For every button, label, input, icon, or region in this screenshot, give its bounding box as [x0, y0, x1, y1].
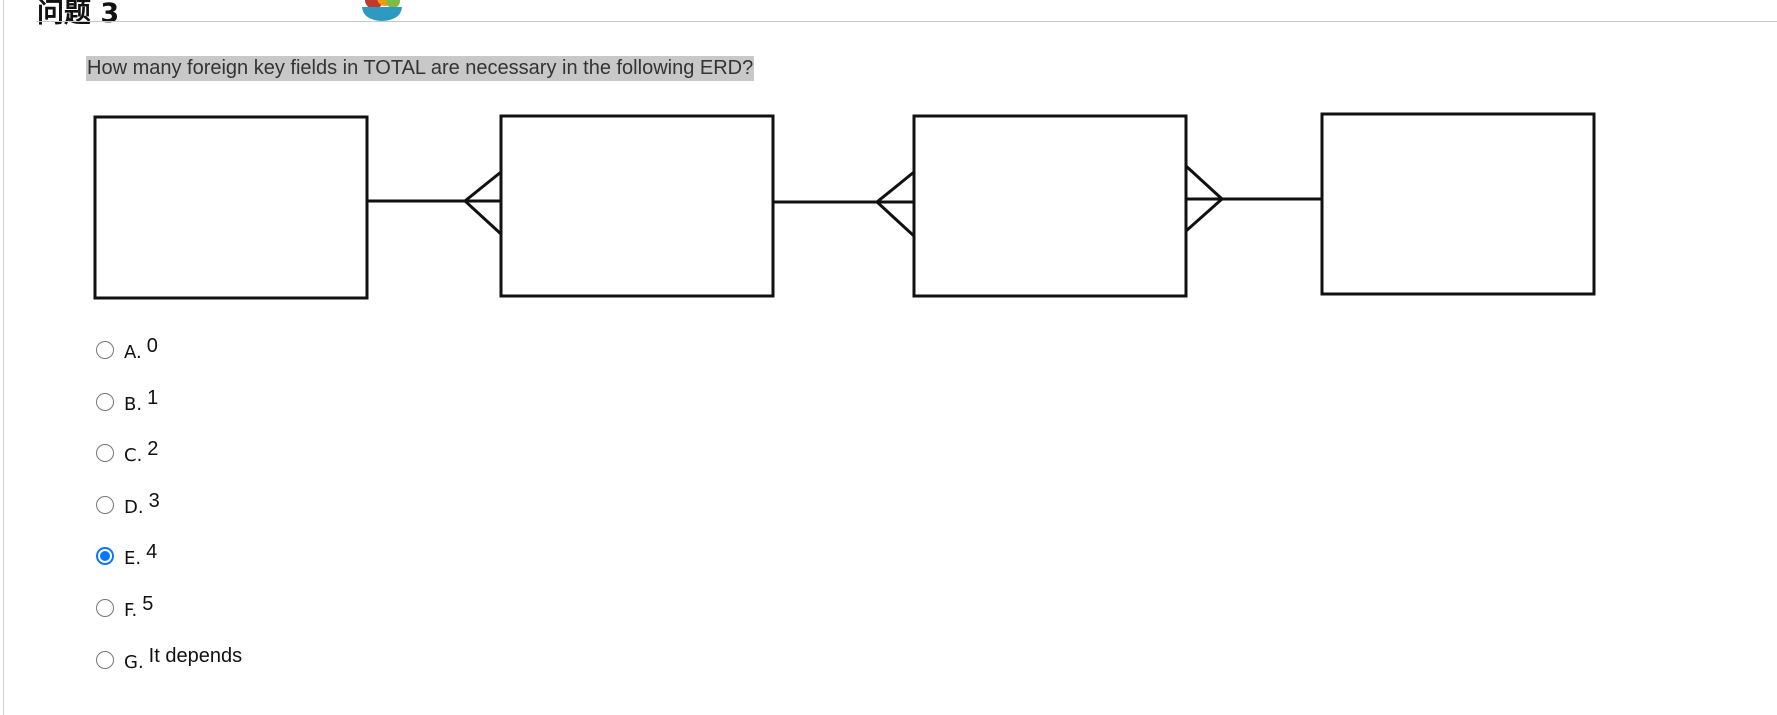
- radio-button[interactable]: [96, 443, 114, 462]
- question-text: How many foreign key fields in TOTAL are…: [86, 56, 755, 81]
- radio-button[interactable]: [96, 650, 114, 669]
- option-text: 0: [146, 335, 158, 357]
- radio-button[interactable]: [96, 546, 114, 565]
- left-border: [3, 0, 4, 715]
- option-text: 4: [146, 541, 158, 563]
- option-f[interactable]: F.5: [96, 593, 154, 621]
- entity-2: [499, 114, 775, 298]
- option-text: 3: [148, 490, 160, 512]
- option-text: 1: [147, 387, 159, 409]
- erd-diagram: [93, 112, 1596, 300]
- option-text: It depends: [148, 645, 243, 667]
- option-letter: D.: [124, 497, 144, 518]
- option-c[interactable]: C.2: [96, 438, 159, 466]
- option-letter: G.: [124, 652, 144, 673]
- entity-1: [93, 115, 369, 300]
- radio-button[interactable]: [96, 495, 114, 514]
- option-b[interactable]: B.1: [96, 387, 159, 415]
- option-a[interactable]: A.0: [96, 335, 158, 363]
- option-letter: F.: [124, 600, 138, 621]
- radio-button[interactable]: [96, 392, 114, 411]
- fruit-bowl-icon: [362, 0, 402, 21]
- option-text: 2: [147, 438, 159, 460]
- option-text: 5: [142, 593, 154, 615]
- entity-3: [912, 114, 1188, 298]
- option-letter: A.: [124, 342, 142, 363]
- entity-4: [1320, 112, 1596, 296]
- option-letter: E.: [124, 548, 142, 569]
- option-g[interactable]: G.It depends: [96, 645, 243, 673]
- option-letter: C.: [124, 445, 143, 466]
- relationship-3-4: [1184, 164, 1322, 233]
- option-d[interactable]: D.3: [96, 490, 160, 518]
- option-letter: B.: [124, 394, 143, 415]
- question-number: 问题 3: [37, 0, 120, 29]
- radio-button[interactable]: [96, 340, 114, 359]
- option-e[interactable]: E.4: [96, 541, 158, 569]
- divider: [36, 21, 1777, 22]
- relationship-1-2: [367, 170, 503, 236]
- radio-button[interactable]: [96, 598, 114, 617]
- relationship-2-3: [773, 170, 916, 238]
